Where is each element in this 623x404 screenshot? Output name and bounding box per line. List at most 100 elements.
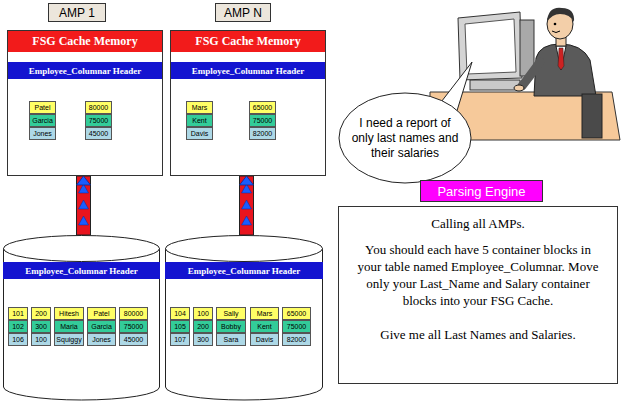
arrow-chevron	[79, 216, 89, 225]
instruction-text: Give me all Last Names and Salaries.	[380, 326, 575, 343]
container-cell: 300	[193, 333, 213, 346]
cell-value: Sara	[224, 336, 239, 343]
cell-value: 80000	[89, 104, 108, 111]
cell-value: 102	[12, 323, 24, 330]
disk-top	[166, 236, 323, 262]
header-label: Employee_Columnar Header	[25, 266, 138, 276]
hair	[547, 8, 574, 22]
cell-value: Kent	[192, 117, 206, 124]
container-cell: 75000	[249, 114, 276, 127]
cell-value: Jones	[33, 130, 52, 137]
arrow-chevron	[242, 216, 252, 225]
cell-value: Bobby	[221, 323, 241, 330]
cache-title-band: FSG Cache Memory	[8, 31, 162, 52]
container-cell: 200	[31, 307, 51, 320]
cell-value: 75000	[253, 117, 272, 124]
pe-box: Calling all AMPs. You should each have 5 …	[338, 206, 618, 384]
container-cell: 104	[170, 307, 190, 320]
cell-value: Jones	[92, 336, 111, 343]
container-cell: 107	[170, 333, 190, 346]
container-cell: 105	[170, 320, 190, 333]
cell-value: 45000	[124, 336, 143, 343]
disk-box: Employee_Columnar Header 101 102 106 200 300 1…	[3, 235, 160, 400]
tab-box: AMP 1	[48, 3, 106, 22]
container-cell: 75000	[119, 320, 148, 333]
cell-value: Kent	[257, 323, 271, 330]
instruction-text: You should each have 5 container blocks …	[353, 241, 603, 309]
container-cell: Garcia	[29, 114, 56, 127]
arrow-head	[240, 176, 254, 185]
cell-value: 104	[174, 310, 186, 317]
header-band: Employee_Columnar Header	[171, 62, 325, 79]
hand	[514, 85, 524, 91]
container-cell: 65000	[249, 101, 276, 114]
container-cell: 101	[8, 307, 28, 320]
cell-value: Sally	[223, 310, 238, 317]
tie	[558, 48, 564, 70]
container-cell: Garcia	[87, 320, 116, 333]
tab-box: AMP N	[215, 3, 271, 22]
container-cell: 80000	[119, 307, 148, 320]
mouth	[552, 31, 560, 33]
cell-value: 100	[197, 310, 209, 317]
header-label: Employee_Columnar Header	[29, 66, 142, 76]
container-cell: 200	[193, 320, 213, 333]
container-cell: Davis	[186, 127, 213, 140]
instruction-text: Calling all AMPs.	[431, 215, 525, 232]
chair	[582, 94, 602, 138]
arrow-shaft	[77, 176, 91, 235]
bubble-body	[339, 93, 471, 183]
container-cell: 82000	[282, 333, 311, 346]
arrow-shaft	[240, 176, 254, 235]
container-cell: Sally	[216, 307, 246, 320]
cache-title: FSG Cache Memory	[32, 34, 137, 49]
petab-box: Parsing Engine	[420, 180, 543, 202]
container-cell: 75000	[282, 320, 311, 333]
cell-value: 300	[35, 323, 47, 330]
container-cell: 106	[8, 333, 28, 346]
computer-base	[470, 80, 520, 90]
cell-value: 75000	[124, 323, 143, 330]
arm	[522, 62, 540, 86]
container-cell: Bobby	[216, 320, 246, 333]
disk-top	[4, 236, 160, 262]
cache-title: FSG Cache Memory	[195, 34, 300, 49]
cell-value: Hitesh	[59, 310, 79, 317]
disk-box: Employee_Columnar Header 104 105 107 100 200 3…	[165, 235, 323, 400]
cell-value: 200	[35, 310, 47, 317]
header-band: Employee_Columnar Header	[165, 262, 323, 279]
container-cell: 65000	[282, 307, 311, 320]
cell-value: Davis	[191, 130, 209, 137]
container-cell: 82000	[249, 127, 276, 140]
container-cell: Patel	[29, 101, 56, 114]
container-cell: Kent	[250, 320, 279, 333]
container-cell: Sara	[216, 333, 246, 346]
disk-body	[166, 248, 323, 400]
container-cell: Jones	[87, 333, 116, 346]
bubble-box: I need a report of only last names and t…	[338, 92, 472, 184]
cell-value: 65000	[287, 310, 306, 317]
data-flow-arrow	[77, 176, 91, 235]
container-cell: Mars	[250, 307, 279, 320]
container-cell: 80000	[85, 101, 112, 114]
container-cell: Jones	[29, 127, 56, 140]
cell-value: 75000	[287, 323, 306, 330]
container-cell: Kent	[186, 114, 213, 127]
cell-value: Mars	[257, 310, 273, 317]
data-flow-arrow	[240, 176, 254, 235]
monitor-screen	[465, 19, 516, 74]
container-cell: 45000	[85, 127, 112, 140]
cell-value: 300	[197, 336, 209, 343]
cell-value: 82000	[253, 130, 272, 137]
cell-value: Maria	[60, 323, 78, 330]
amp-label: AMP N	[224, 6, 262, 20]
cell-value: 107	[174, 336, 186, 343]
arrow-chevron	[79, 200, 89, 209]
header-band: Employee_Columnar Header	[8, 62, 162, 79]
container-cell: Maria	[54, 320, 84, 333]
container-cell: 100	[31, 333, 51, 346]
container-cell: Squiggy	[54, 333, 84, 346]
shirt	[556, 46, 566, 70]
engine-label: Parsing Engine	[437, 184, 525, 199]
container-cell: 100	[193, 307, 213, 320]
